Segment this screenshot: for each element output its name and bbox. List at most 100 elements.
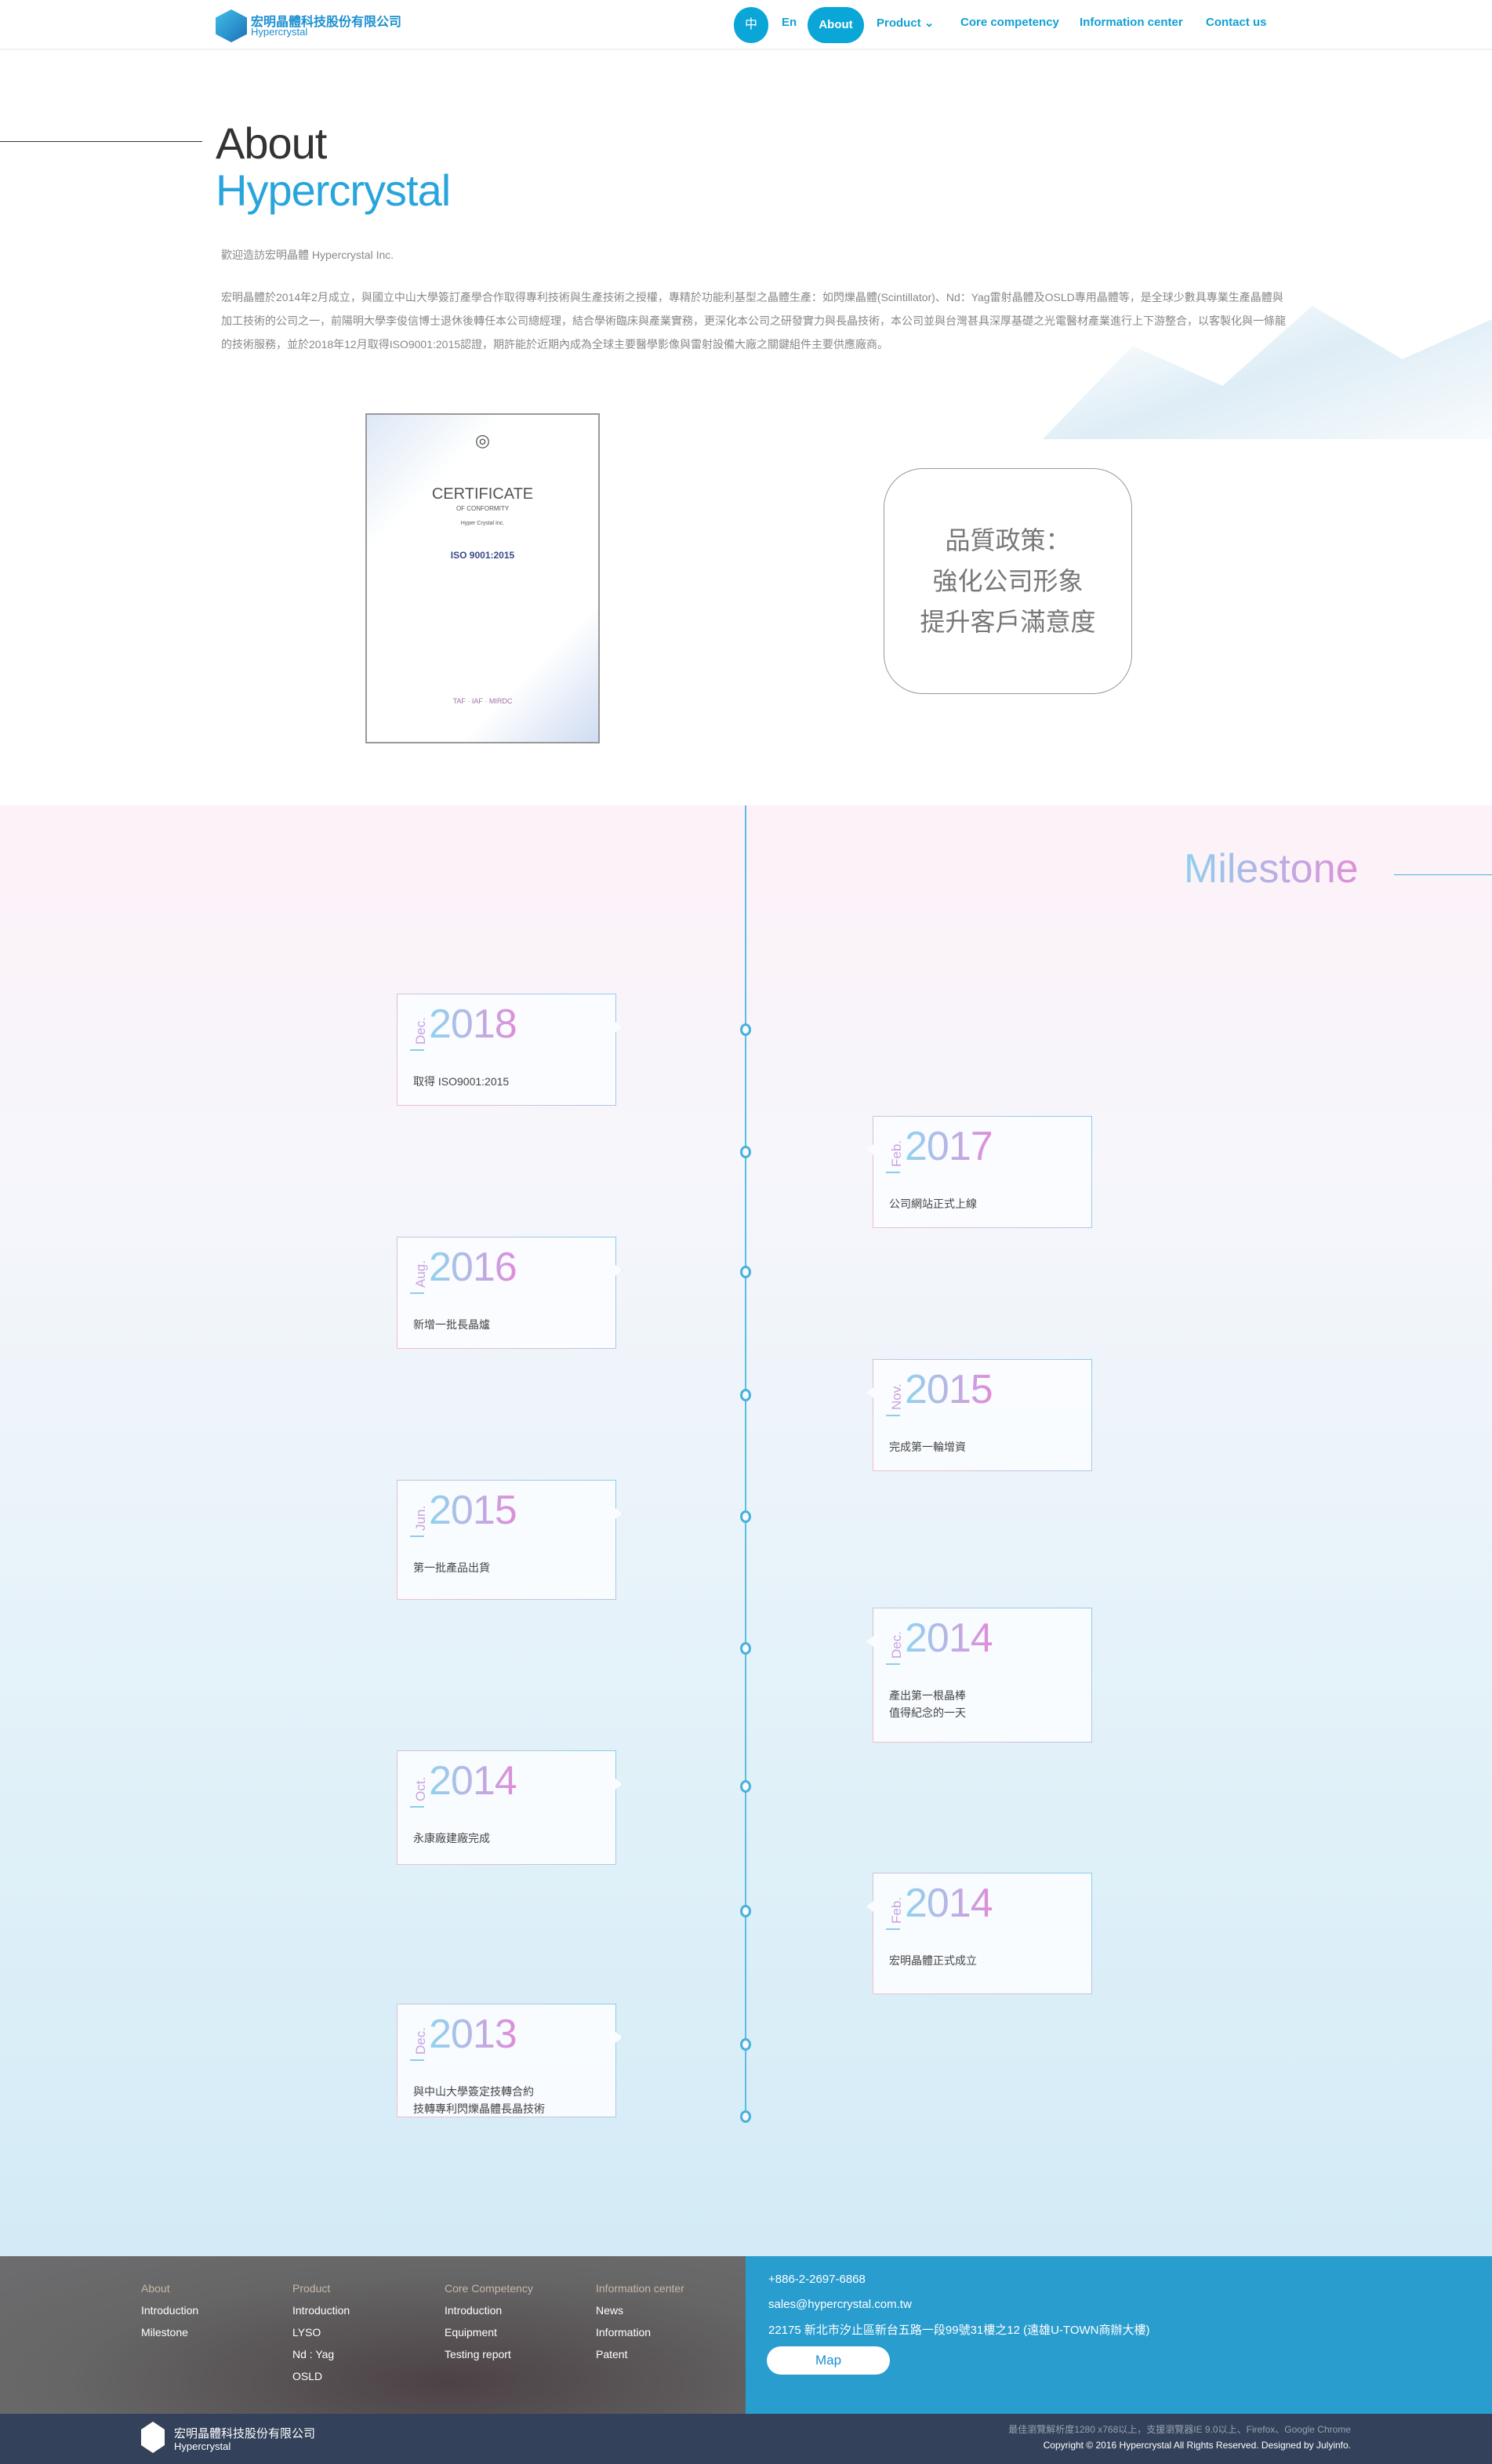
cert-subtitle: OF CONFORMITY — [456, 505, 510, 512]
divider — [410, 1535, 424, 1537]
map-button[interactable]: Map — [767, 2346, 890, 2375]
nav-information-center[interactable]: Information center — [1080, 16, 1183, 29]
milestone-card: Jun. 2015 第一批產品出貨 — [397, 1480, 623, 1600]
milestone-text-line: 產出第一根晶棒 — [889, 1689, 966, 1702]
footer-links — [0, 2256, 746, 2414]
milestone-card: Dec. 2014 產出第一根晶棒值得紀念的一天 — [866, 1608, 1092, 1743]
divider — [886, 1172, 900, 1173]
intro-text: 歡迎造訪宏明晶體 Hypercrystal Inc. — [221, 247, 394, 263]
footer-phone[interactable]: +886-2-2697-6868 — [768, 2273, 866, 2286]
milestone-month: Oct. — [413, 1776, 428, 1801]
footer-link[interactable]: LYSO — [292, 2326, 321, 2339]
footer-link[interactable]: Introduction — [445, 2304, 503, 2317]
footer-link[interactable]: Patent — [596, 2348, 628, 2360]
footer-link[interactable]: Introduction — [292, 2304, 350, 2317]
milestone-text: 與中山大學簽定技轉合約技轉專利閃爍晶體長晶技術 — [413, 2083, 545, 2117]
quality-heading: 品質政策： — [945, 525, 1071, 555]
milestone-year: 2014 — [905, 1881, 993, 1926]
milestone-card: Aug. 2016 新增一批長晶爐 — [397, 1237, 623, 1349]
cert-company: Hyper Crystal Inc. — [460, 521, 505, 526]
footer-link[interactable]: Equipment — [445, 2326, 497, 2339]
milestone-section — [0, 805, 1492, 2256]
milestone-month: Feb. — [889, 1139, 904, 1167]
divider — [886, 1415, 900, 1416]
milestone-text-line: 值得紀念的一天 — [889, 1706, 966, 1719]
intro-brand: Hypercrystal Inc. — [311, 249, 394, 261]
browser-note: 最佳瀏覽解析度1280 x768以上，支援瀏覽器IE 9.0以上、Firefox… — [1008, 2424, 1351, 2435]
divider — [886, 1663, 900, 1665]
milestone-card: Nov. 2015 完成第一輪增資 — [866, 1359, 1092, 1471]
chevron-down-icon: ⌄ — [924, 16, 935, 30]
logo-name-en[interactable]: Hypercrystal — [251, 26, 308, 38]
timeline-dot — [740, 2038, 751, 2051]
milestone-text: 取得 ISO9001:2015 — [413, 1073, 509, 1090]
nav-core-competency[interactable]: Core competency — [960, 16, 1059, 29]
milestone-year: 2013 — [429, 2012, 517, 2057]
quality-policy-box: 品質政策： 強化公司形象 提升客戶滿意度 — [884, 468, 1132, 694]
milestone-card: Dec. 2018 取得 ISO9001:2015 — [397, 994, 623, 1106]
page-subtitle: Hypercrystal — [216, 165, 451, 215]
lang-en-button[interactable]: En — [782, 16, 797, 29]
milestone-text-line: 宏明晶體正式成立 — [889, 1954, 977, 1967]
footer-link[interactable]: OSLD — [292, 2370, 323, 2382]
cert-logos: TAF · IAF · MIRDC — [452, 697, 513, 705]
divider — [410, 2059, 424, 2061]
timeline-dot — [740, 1389, 751, 1401]
lang-zh-button[interactable]: 中 — [734, 7, 768, 43]
timeline-dot — [740, 1510, 751, 1523]
header: 宏明晶體科技股份有限公司 Hypercrystal 中 En About Pro… — [0, 0, 1492, 50]
nav-about[interactable]: About — [808, 7, 864, 43]
timeline-dot — [740, 1642, 751, 1655]
footer-email[interactable]: sales@hypercrystal.com.tw — [768, 2298, 912, 2311]
copyright: Copyright © 2016 Hypercrystal All Rights… — [1043, 2440, 1351, 2451]
divider — [410, 1806, 424, 1808]
nav-contact-us[interactable]: Contact us — [1206, 16, 1267, 29]
milestone-year: 2018 — [429, 1001, 517, 1047]
seal-icon: ◎ — [474, 431, 491, 450]
footer-logo-cn: 宏明晶體科技股份有限公司 — [174, 2427, 316, 2440]
timeline-dot — [740, 1780, 751, 1793]
divider — [410, 1049, 424, 1051]
nav-product[interactable]: Product ⌄ — [877, 16, 934, 30]
timeline-dot — [740, 1905, 751, 1917]
milestone-year: 2016 — [429, 1245, 517, 1290]
milestone-card: Feb. 2017 公司網站正式上線 — [866, 1116, 1092, 1228]
milestone-text: 完成第一輪增資 — [889, 1438, 966, 1456]
timeline-line — [745, 805, 746, 2115]
milestone-month: Feb. — [889, 1896, 904, 1924]
milestone-text-line: 與中山大學簽定技轉合約 — [413, 2085, 534, 2098]
footer-logo-en: Hypercrystal — [174, 2440, 231, 2452]
footer-heading[interactable]: Information center — [596, 2282, 684, 2295]
divider — [0, 141, 202, 142]
footer-link[interactable]: News — [596, 2304, 624, 2317]
logo-icon[interactable] — [216, 9, 247, 42]
footer-link[interactable]: Information — [596, 2326, 652, 2339]
footer-address: 22175 新北市汐止區新台五路一段99號31樓之12 (遠雄U-TOWN商辦大… — [768, 2324, 1150, 2337]
cert-title: CERTIFICATE — [431, 485, 534, 503]
divider — [886, 1928, 900, 1930]
milestone-text-line: 新增一批長晶爐 — [413, 1318, 490, 1331]
logo-icon — [141, 2422, 165, 2453]
footer-link[interactable]: Milestone — [141, 2326, 188, 2339]
page-title: About — [216, 118, 327, 168]
quality-line: 強化公司形象 — [932, 566, 1084, 596]
milestone-text-line: 完成第一輪增資 — [889, 1441, 966, 1453]
footer-heading[interactable]: Core Competency — [445, 2282, 533, 2295]
milestone-text-line: 永康廠建廠完成 — [413, 1832, 490, 1844]
milestone-text-line: 技轉專利閃爍晶體長晶技術 — [413, 2102, 545, 2115]
milestone-text: 公司網站正式上線 — [889, 1195, 977, 1212]
footer-map[interactable] — [746, 2256, 1492, 2414]
milestone-text: 產出第一根晶棒值得紀念的一天 — [889, 1687, 966, 1721]
footer-heading[interactable]: Product — [292, 2282, 331, 2295]
logo-name-cn[interactable]: 宏明晶體科技股份有限公司 — [251, 16, 402, 29]
footer-link[interactable]: Introduction — [141, 2304, 199, 2317]
footer-link[interactable]: Nd : Yag — [292, 2348, 335, 2360]
divider — [1394, 874, 1492, 875]
milestone-text: 宏明晶體正式成立 — [889, 1952, 977, 1969]
milestone-month: Dec. — [413, 2027, 428, 2055]
milestone-month: Dec. — [889, 1631, 904, 1659]
milestone-year: 2017 — [905, 1124, 993, 1169]
footer-link[interactable]: Testing report — [445, 2348, 511, 2360]
footer-heading[interactable]: About — [141, 2282, 170, 2295]
milestone-text: 新增一批長晶爐 — [413, 1316, 490, 1333]
